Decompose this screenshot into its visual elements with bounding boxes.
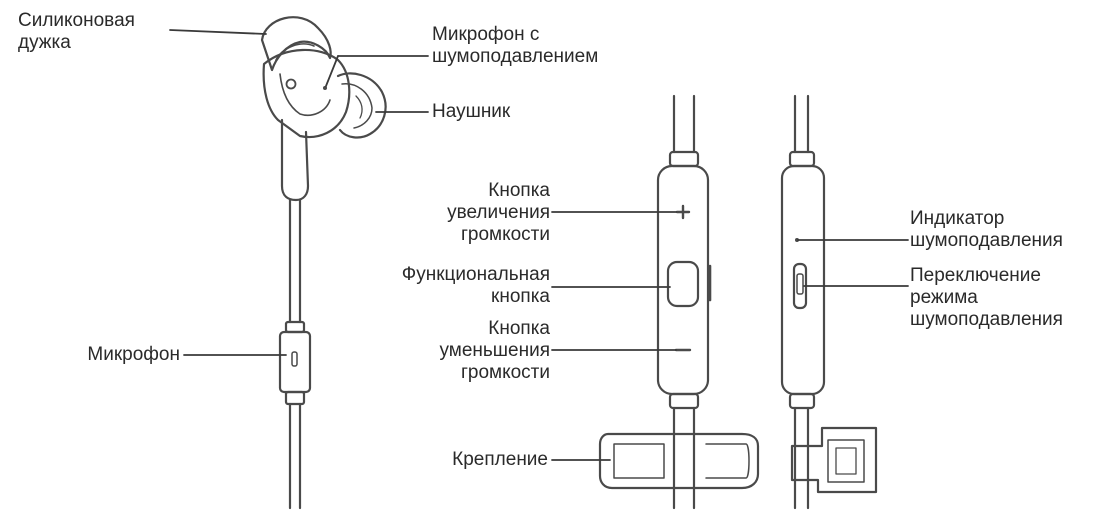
remote-front-body: [656, 164, 710, 396]
label-function-button: Функциональная кнопка: [401, 264, 550, 307]
label-earbud: Наушник: [432, 101, 511, 122]
label-nc-indicator: Индикатор шумоподавления: [910, 208, 1063, 251]
label-volume-up: Кнопка увеличения громкости: [447, 180, 550, 245]
earphone-mic-dot: [285, 78, 297, 90]
label-nc-microphone: Микрофон с шумоподавлением: [432, 24, 599, 67]
inline-mic-shape: [278, 330, 312, 394]
earphone-drawing: [260, 16, 387, 510]
remote-side-drawing: [780, 94, 878, 510]
earphone-body-shape: [262, 48, 351, 139]
label-microphone: Микрофон: [87, 344, 180, 365]
nc-indicator-dot: [795, 238, 799, 242]
label-clip: Крепление: [452, 449, 548, 470]
label-nc-switch: Переключение режима шумоподавления: [910, 265, 1063, 330]
clip-front-shape: [598, 432, 760, 490]
label-silicone-arc: Силиконовая дужка: [18, 10, 135, 53]
remote-front-drawing: [598, 94, 760, 510]
silicone-ear-hook-shape: [260, 16, 332, 72]
clip-side-shape: [790, 426, 878, 494]
ear-tip-shape: [336, 72, 387, 139]
function-button-shape: [666, 260, 700, 308]
leader-lines: [169, 29, 909, 461]
label-volume-down: Кнопка уменьшения громкости: [439, 318, 550, 383]
